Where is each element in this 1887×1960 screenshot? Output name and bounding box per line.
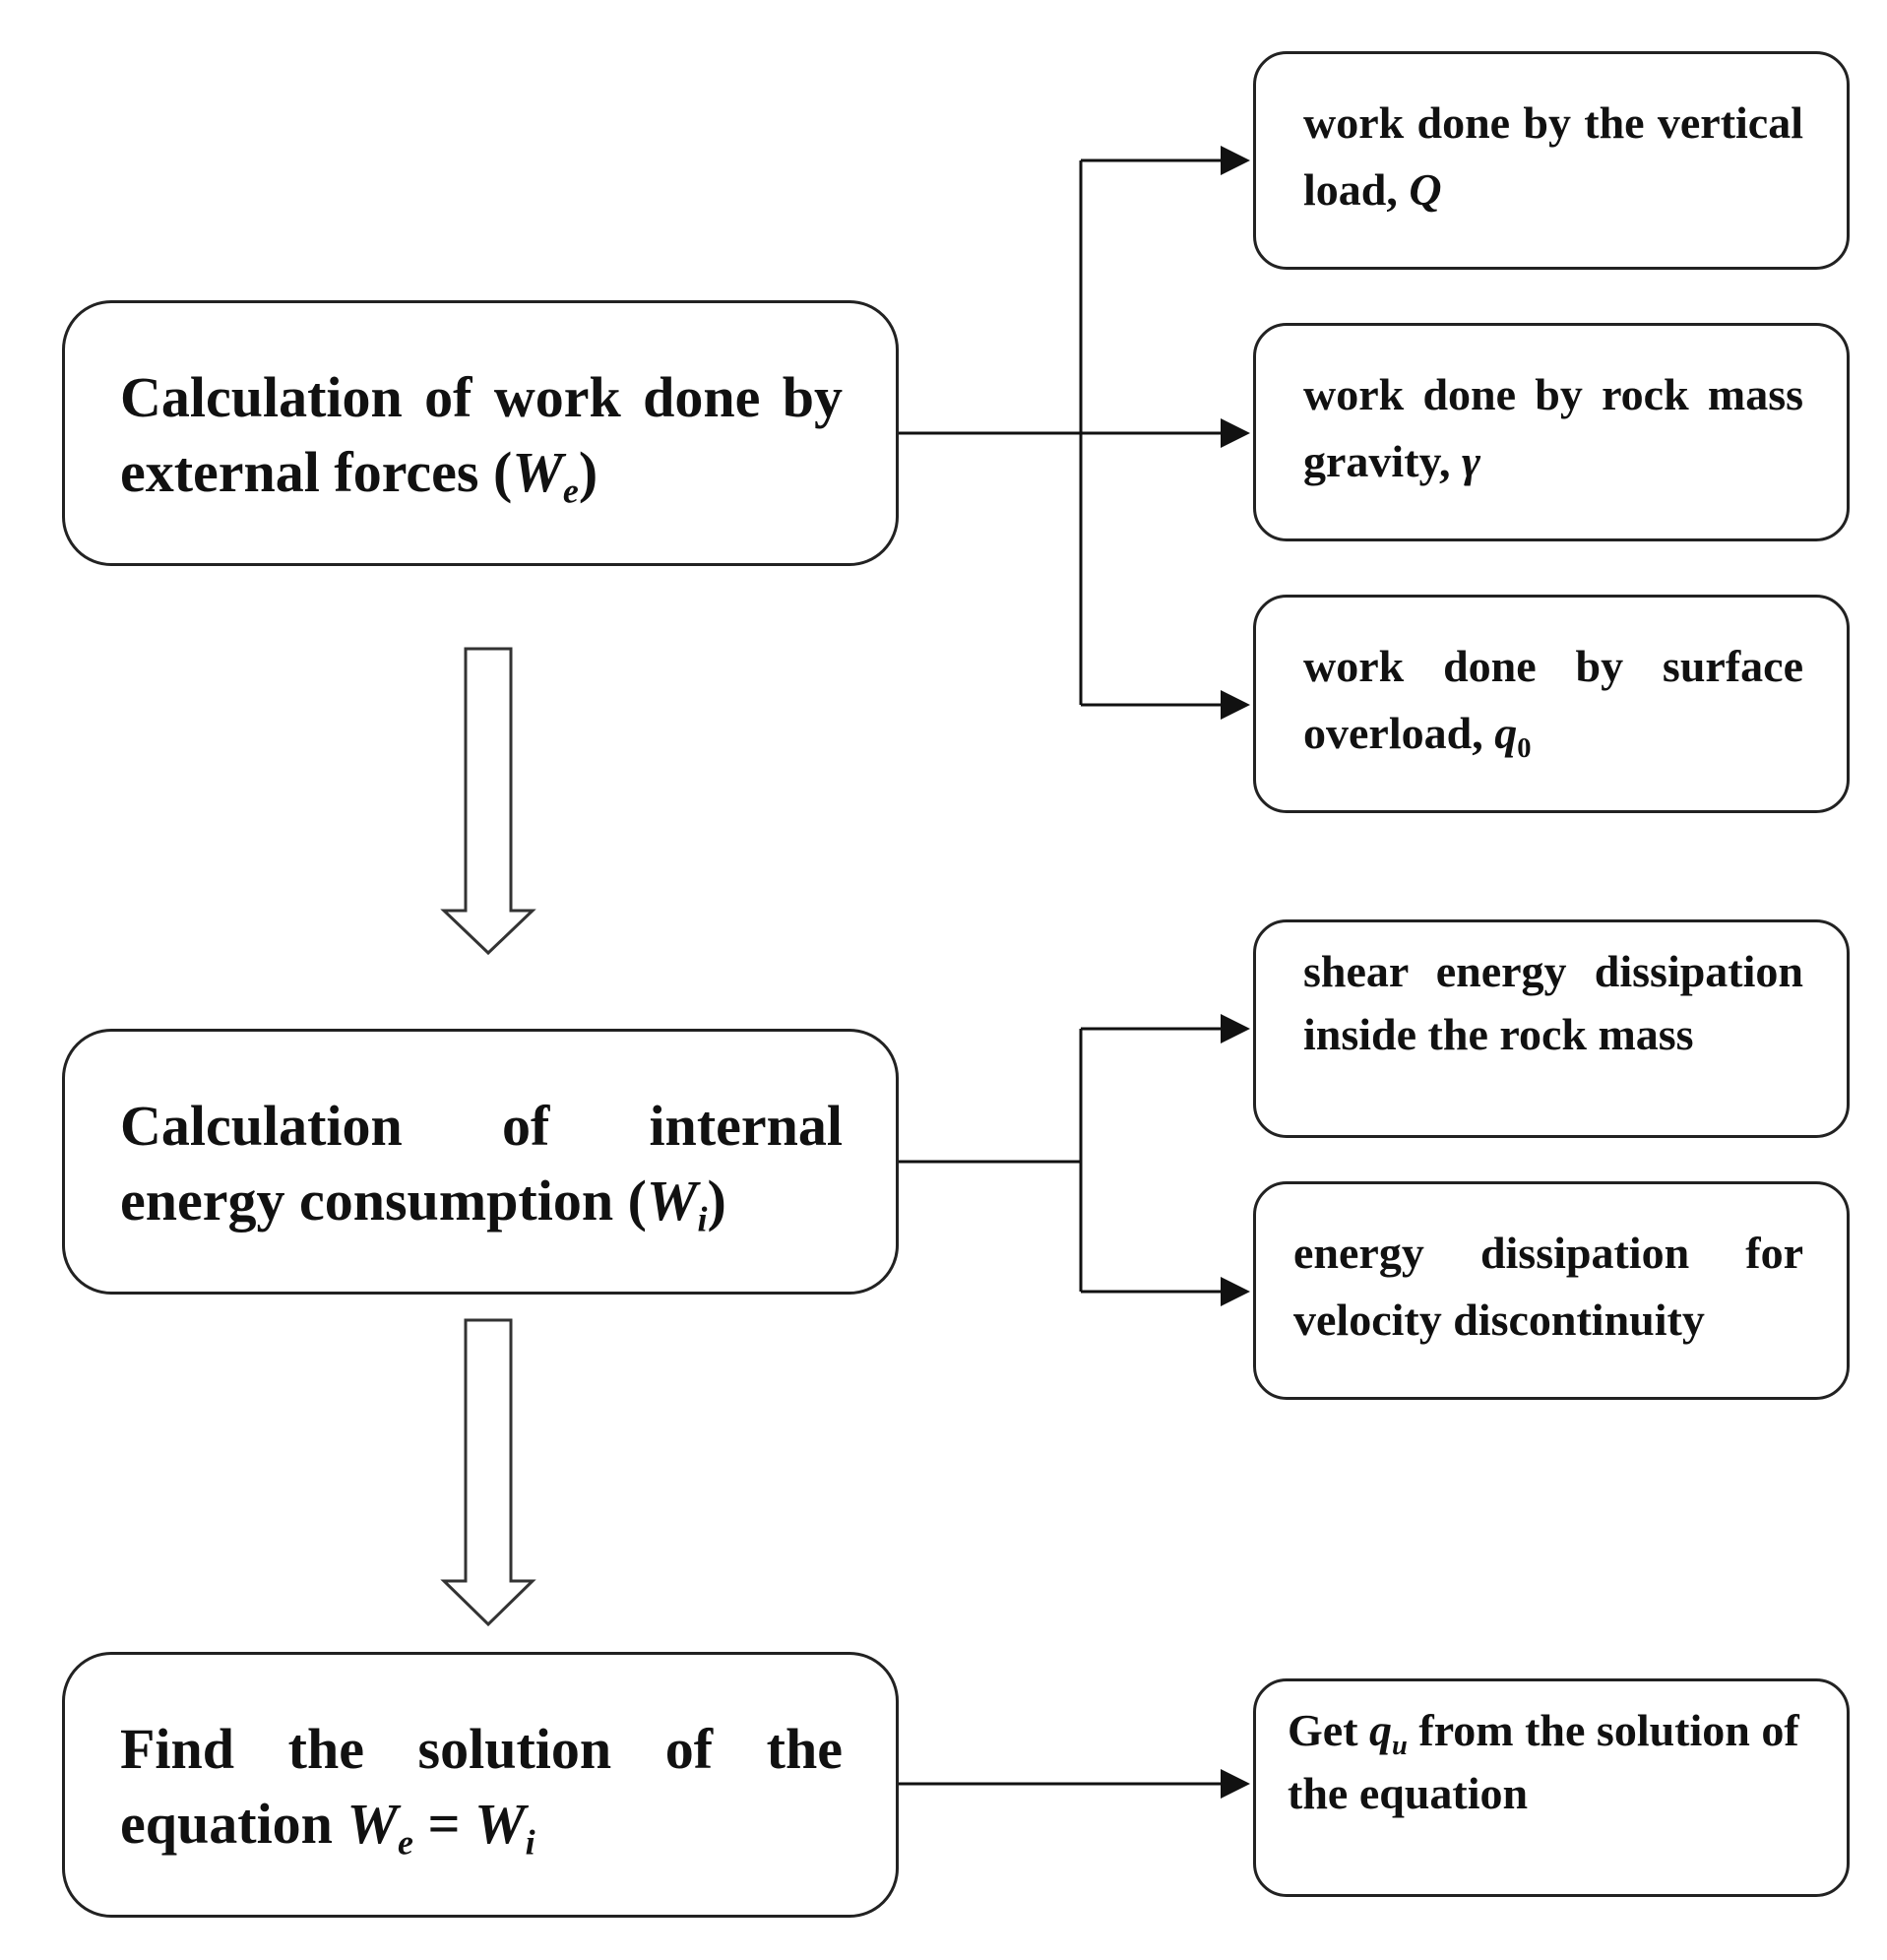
- step-external-work-box: Calculation of work done by external for…: [62, 300, 899, 566]
- internal-energy-connectors: [899, 1014, 1250, 1306]
- term-discontinuity-dissipation-box: energy dissipation for velocity disconti…: [1253, 1181, 1850, 1400]
- term-rock-mass-gravity-box: work done by rock mass gravity, γ: [1253, 323, 1850, 541]
- term-vertical-load-text: work done by the vertical load,: [1303, 97, 1803, 215]
- term-shear-dissipation-box: shear energy dissipation inside the rock…: [1253, 919, 1850, 1138]
- term-vertical-load-symbol: Q: [1409, 164, 1442, 215]
- step-external-work-text: Calculation of work done by external for…: [120, 365, 843, 504]
- term-surface-overload-symbol: q0: [1494, 708, 1532, 765]
- term-discontinuity-dissipation-text: energy dissipation for velocity disconti…: [1293, 1228, 1803, 1345]
- result-symbol: qu: [1369, 1705, 1408, 1762]
- result-prefix: Get: [1288, 1705, 1358, 1755]
- term-shear-dissipation-text: shear energy dissipation inside the rock…: [1303, 946, 1803, 1059]
- step-solution-text: Find the solution of the equation: [120, 1717, 843, 1856]
- term-vertical-load-box: work done by the vertical load, Q: [1253, 51, 1850, 270]
- hollow-down-arrow-2: [440, 1318, 536, 1627]
- result-box: Get qu from the solution of the equation: [1253, 1678, 1850, 1897]
- step-internal-energy-text: Calculation of internal energy consumpti…: [120, 1094, 843, 1233]
- step-solution-box: Find the solution of the equation We=Wi: [62, 1652, 899, 1918]
- term-rock-mass-gravity-symbol: γ: [1461, 436, 1481, 486]
- step-internal-energy-box: Calculation of internal energy consumpti…: [62, 1029, 899, 1295]
- step-internal-energy-math: (Wi): [627, 1169, 726, 1239]
- step-external-work-math: (We): [492, 440, 598, 511]
- step-solution-equation: We=Wi: [346, 1792, 535, 1863]
- result-suffix: from the solution of the equation: [1288, 1705, 1799, 1818]
- external-forces-connectors: [899, 146, 1250, 720]
- hollow-down-arrow-1: [440, 647, 536, 956]
- term-rock-mass-gravity-text: work done by rock mass gravity,: [1303, 369, 1803, 486]
- term-surface-overload-box: work done by surface overload, q0: [1253, 595, 1850, 813]
- term-surface-overload-text: work done by surface overload,: [1303, 641, 1803, 758]
